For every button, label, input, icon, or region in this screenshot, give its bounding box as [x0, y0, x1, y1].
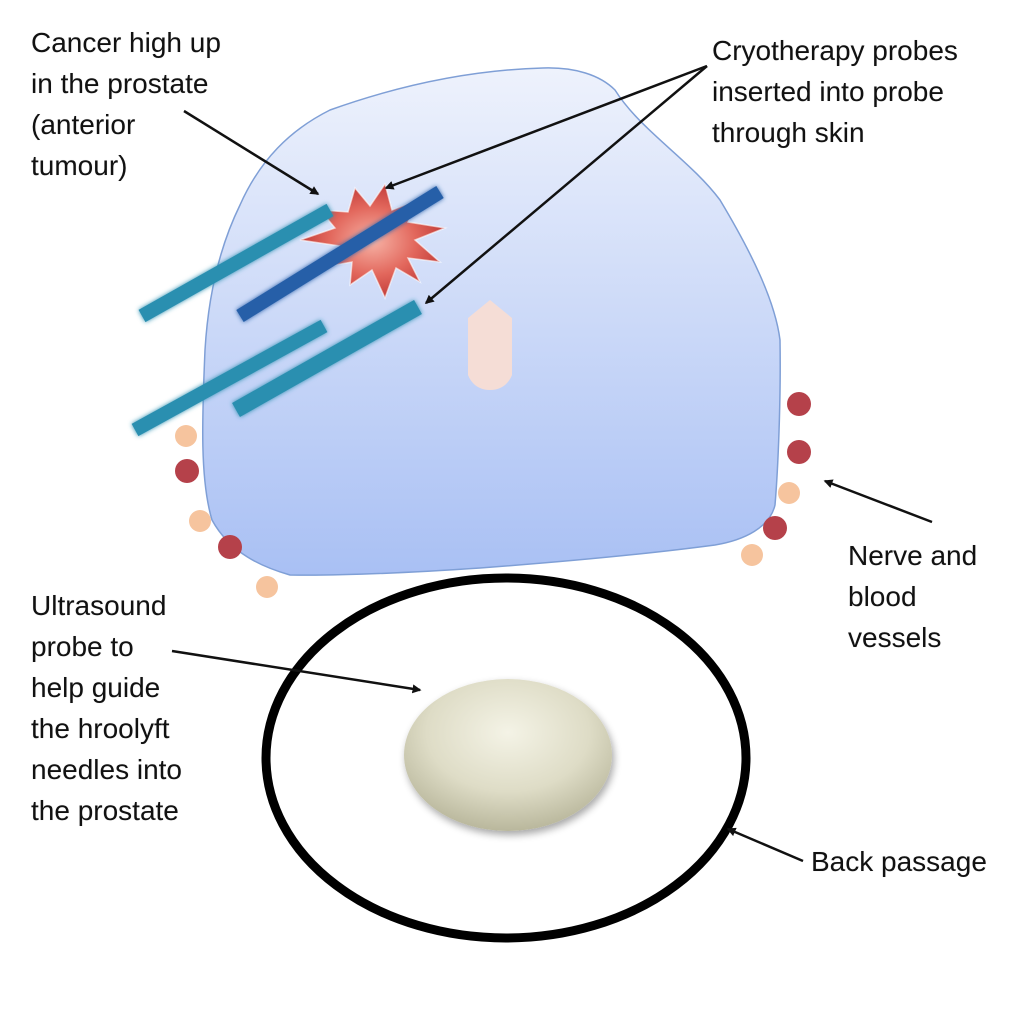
neurovascular-bundle-right [741, 392, 811, 566]
label-line: tumour) [31, 150, 128, 181]
label-line: the hroolyft [31, 713, 170, 744]
vessel-dot [741, 544, 763, 566]
label-line: in the prostate [31, 68, 209, 99]
vessel-dot [787, 440, 811, 464]
vessel-dot [778, 482, 800, 504]
cryo-probe-4 [232, 300, 422, 417]
label-cancer: Cancer high up in the prostate (anterior… [31, 22, 221, 186]
ultrasound-probe [404, 679, 612, 831]
cryotherapy-probes [131, 186, 444, 437]
label-line: Nerve and [848, 540, 978, 571]
label-ultrasound: Ultrasound probe to help guide the hrool… [31, 585, 182, 831]
vessel-dot [175, 459, 199, 483]
back-passage-ring [261, 573, 751, 943]
label-line: through skin [712, 117, 865, 148]
label-line: Cancer high up [31, 27, 221, 58]
vessel-dot [175, 425, 197, 447]
label-line: Back passage [811, 846, 987, 877]
label-line: inserted into probe [712, 76, 944, 107]
label-cryotherapy: Cryotherapy probes inserted into probe t… [712, 30, 958, 153]
label-line: (anterior [31, 109, 136, 140]
label-nerve-vessels: Nerve and blood vessels [848, 535, 977, 658]
label-line: probe to [31, 631, 134, 662]
urethra [468, 300, 512, 390]
cryo-probe-3 [131, 319, 328, 437]
annotation-arrows [171, 64, 933, 863]
label-line: help guide [31, 672, 161, 703]
label-line: Cryotherapy probes [712, 35, 958, 66]
vessel-dot [189, 510, 211, 532]
arrow-cancer [183, 109, 320, 196]
vessel-dot [763, 516, 787, 540]
arrow-cryo-1 [384, 64, 708, 190]
cryo-probe-1 [138, 203, 334, 323]
label-line: needles into [31, 754, 183, 785]
vessel-dot [218, 535, 242, 559]
arrow-back-passage [726, 827, 804, 863]
label-back-passage: Back passage [811, 841, 987, 882]
arrow-ultrasound [171, 649, 422, 694]
arrow-cryo-2 [424, 65, 708, 304]
vessel-dot [787, 392, 811, 416]
arrow-nerve [823, 479, 933, 524]
cryo-probe-2 [236, 186, 444, 322]
label-line: the prostate [31, 795, 179, 826]
label-line: vessels [848, 622, 942, 653]
neurovascular-bundle-left [175, 425, 278, 598]
label-line: Ultrasound [31, 590, 167, 621]
label-line: blood [848, 581, 917, 612]
vessel-dot [256, 576, 278, 598]
